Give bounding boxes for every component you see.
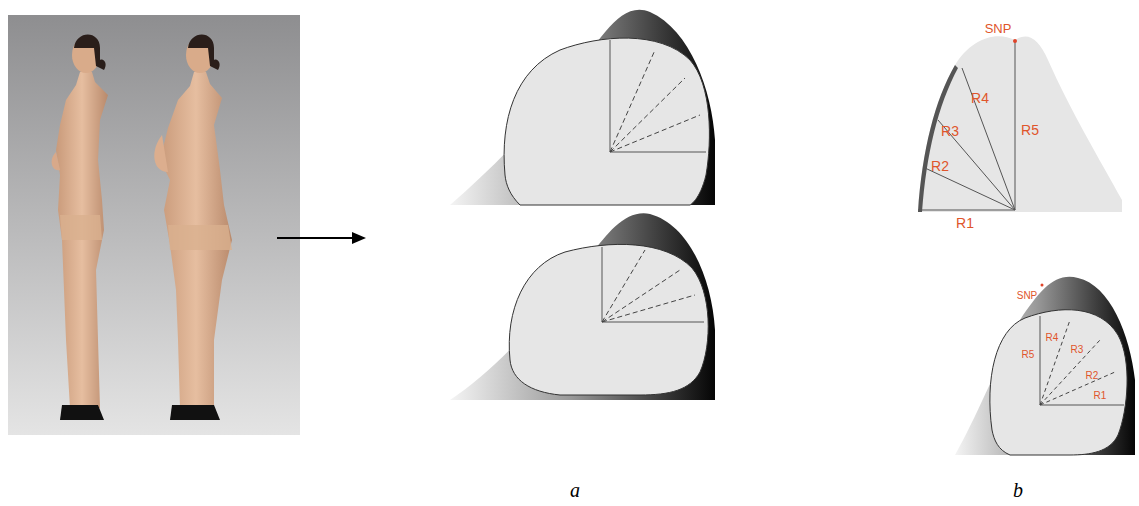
arrow-head	[352, 232, 366, 244]
radius-label: R4	[971, 91, 989, 105]
cross-section-top	[450, 10, 715, 205]
radius-label: R1	[956, 216, 974, 230]
radius-label: R5	[1022, 350, 1035, 360]
panel-letter: a	[570, 480, 580, 500]
radius-label: R1	[1094, 391, 1107, 401]
render-background	[8, 15, 300, 435]
cross-section-bottom	[450, 213, 715, 400]
heavy-figure	[154, 35, 232, 421]
point-label: SNP	[985, 22, 1012, 35]
radius-profile-top	[918, 36, 1122, 212]
radius-label: R2	[1086, 371, 1099, 381]
radius-label: R2	[931, 159, 949, 173]
radius-label: R5	[1021, 123, 1039, 137]
radius-profile-bottom	[955, 277, 1135, 455]
radius-label: R4	[1046, 333, 1059, 343]
point-label: SNP	[1017, 291, 1038, 301]
transform-arrow	[277, 237, 356, 239]
panel-letter: b	[1013, 480, 1023, 500]
radius-label: R3	[1071, 345, 1084, 355]
radius-label: R3	[941, 124, 959, 138]
slim-figure	[52, 35, 108, 421]
